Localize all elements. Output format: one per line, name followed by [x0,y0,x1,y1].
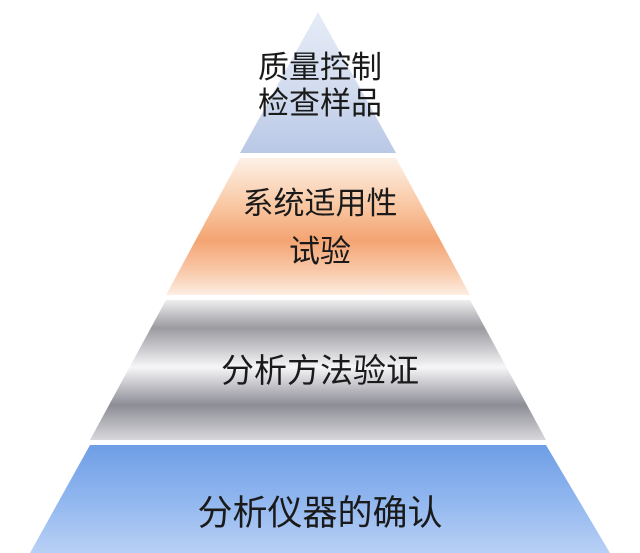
tier-4-shape [30,445,610,553]
tier-2-label-line-2: 试验 [289,234,351,270]
tier-3-label: 分析方法验证 [221,351,419,390]
tier-1-label-line-1: 质量控制 [258,50,382,86]
tier-2-label-line-1: 系统适用性 [243,186,398,222]
tier-3-shape [90,300,546,440]
tier-1-label-line-2: 检查样品 [258,86,382,122]
tier-4-label: 分析仪器的确认 [197,494,442,534]
tier-1-shape [240,12,396,153]
tier-2-shape [166,158,470,295]
